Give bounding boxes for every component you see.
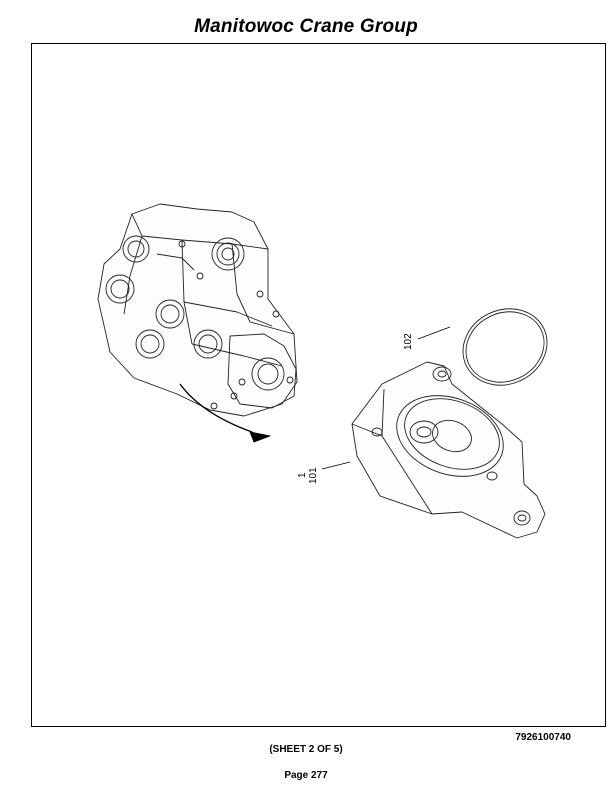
drawing-frame: 102 1 101: [31, 43, 606, 727]
cover-part-callout: 101: [308, 467, 319, 484]
seal-callout: 102: [403, 333, 414, 350]
valve-block-assembly: [97, 203, 298, 417]
page-header-title: Manitowoc Crane Group: [194, 16, 418, 37]
cover-leader-line: [321, 461, 351, 470]
exploded-parts-drawing: 102 1 101: [97, 203, 548, 539]
cover-plate: [351, 361, 546, 539]
sheet-label: (SHEET 2 OF 5): [269, 744, 343, 755]
seal-ring: [462, 308, 548, 386]
cover-index-callout: 1: [297, 472, 308, 478]
page-number: Page 277: [284, 770, 328, 781]
seal-leader-line: [417, 326, 451, 340]
part-number: 7926100740: [515, 732, 571, 743]
direction-arrow: [179, 383, 271, 443]
